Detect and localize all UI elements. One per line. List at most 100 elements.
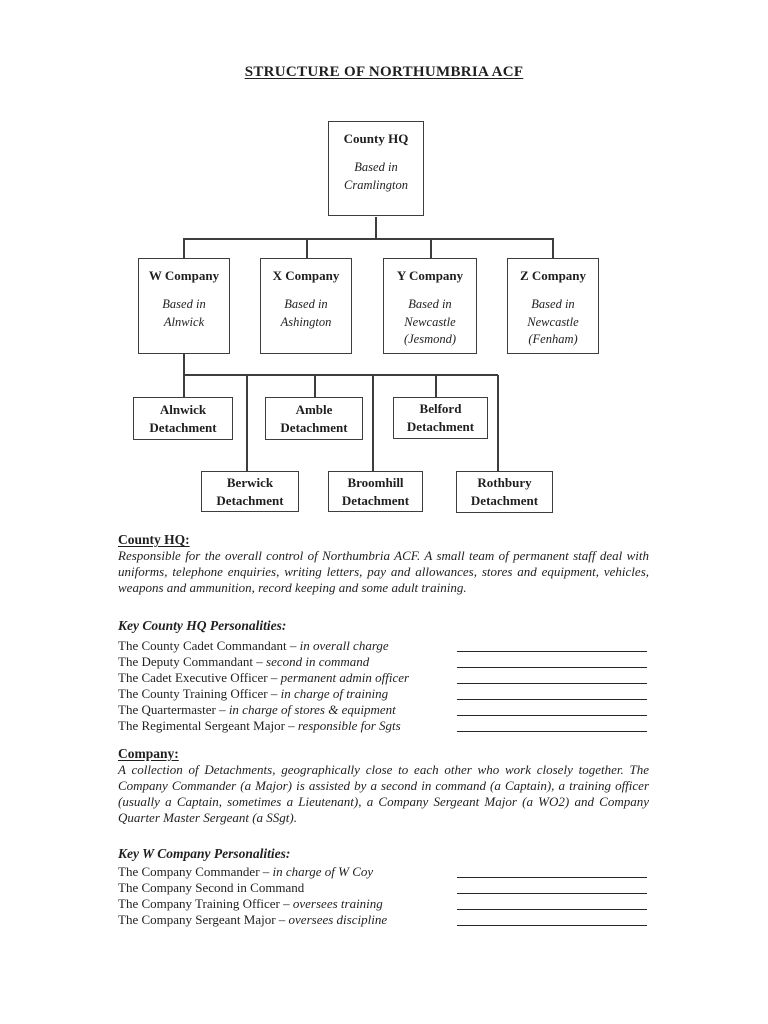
org-node-title-line: Detachment [406, 419, 475, 434]
personality-list: The County Cadet Commandant – in overall… [118, 638, 649, 734]
org-node-subtitle: Based in Newcastle (Fenham) [527, 296, 578, 349]
personality-note: permanent admin officer [280, 670, 410, 685]
personality-role: The Company Training Officer [118, 896, 280, 911]
personality-role: The Cadet Executive Officer [118, 670, 268, 685]
org-node-subtitle-line: Based in [162, 297, 206, 311]
section-body: A collection of Detachments, geographica… [118, 762, 649, 825]
org-node-title-line: County HQ [343, 131, 409, 146]
org-connector-line [435, 375, 437, 397]
org-node-title-line: Alnwick [159, 401, 207, 417]
org-node-title-line: Y Company [396, 268, 464, 283]
org-node-subtitle-line: Newcastle [527, 314, 579, 329]
org-connector-line [552, 239, 554, 258]
org-node-title-line: W Company [148, 268, 220, 283]
dash-separator: – [267, 686, 281, 701]
fill-in-blank-line [457, 670, 647, 684]
dash-separator: – [215, 702, 229, 717]
org-connector-line [246, 375, 248, 471]
personality-role: The County Cadet Commandant [118, 638, 287, 653]
text-column: County HQ: Responsible for the overall c… [118, 532, 649, 928]
org-node-title-line: Rothbury [477, 475, 532, 490]
section-county-hq: County HQ: Responsible for the overall c… [118, 532, 649, 734]
personality-row: The Quartermaster – in charge of stores … [118, 702, 649, 718]
org-connector-line [497, 375, 499, 471]
org-node-subtitle-line: Based in [531, 297, 575, 311]
document-title: STRUCTURE OF NORTHUMBRIA ACF [244, 64, 524, 80]
personality-row: The Company Commander – in charge of W C… [118, 864, 649, 880]
personality-row: The Company Training Officer – oversees … [118, 896, 649, 912]
org-node-subtitle-line: (Jesmond) [403, 332, 457, 346]
personality-role: The Company Commander [118, 864, 260, 879]
org-node-title-line: Berwick [226, 474, 274, 490]
org-node-title-line: Z Company [519, 268, 587, 283]
fill-in-blank-line [457, 896, 647, 910]
org-node-title-line: Detachment [341, 492, 410, 508]
personality-note: oversees training [292, 896, 383, 911]
personality-role: The Quartermaster [118, 702, 216, 717]
personality-note: responsible for Sgts [297, 718, 401, 733]
org-node-subtitle-line: Based in [408, 297, 452, 311]
personality-row: The County Training Officer – in charge … [118, 686, 649, 702]
fill-in-blank-line [457, 864, 647, 878]
personality-note: in charge of W Coy [272, 864, 374, 879]
key-personalities-heading: Key W Company Personalities: [118, 846, 291, 861]
org-node-title-line: Amble [295, 401, 333, 417]
org-node-title-line: X Company [272, 268, 340, 283]
fill-in-blank-line [457, 718, 647, 732]
org-connector-line [314, 375, 316, 397]
org-node-subtitle-line: (Fenham) [528, 332, 578, 346]
org-node-title-line: Detachment [149, 419, 217, 435]
org-node-subtitle: Based in Ashington [281, 296, 332, 331]
org-node-subtitle-line: Alnwick [163, 314, 205, 329]
dash-separator: – [286, 638, 300, 653]
key-personalities-heading: Key County HQ Personalities: [118, 618, 287, 633]
org-node-title: Y Company [397, 267, 463, 284]
org-node-title: County HQ [344, 130, 409, 147]
fill-in-blank-line [457, 702, 647, 716]
personality-note: oversees discipline [288, 912, 388, 927]
personality-row: The Company Sergeant Major – oversees di… [118, 912, 649, 928]
personality-row: The Company Second in Command [118, 880, 649, 896]
personality-row: The Deputy Commandant – second in comman… [118, 654, 649, 670]
personality-list: The Company Commander – in charge of W C… [118, 864, 649, 928]
fill-in-blank-line [457, 880, 647, 894]
section-heading: County HQ: [118, 532, 190, 547]
org-connector-line [183, 354, 185, 374]
org-node-subtitle: Based in Alnwick [162, 296, 205, 331]
section-company: Company: A collection of Detachments, ge… [118, 746, 649, 928]
org-connector-line [372, 375, 374, 471]
dash-separator: – [267, 670, 281, 685]
personality-row: The Regimental Sergeant Major – responsi… [118, 718, 649, 734]
org-node-title-line: Detachment [280, 419, 348, 435]
org-node-subtitle-line: Based in [284, 297, 328, 311]
personality-row: The County Cadet Commandant – in overall… [118, 638, 649, 654]
dash-separator: – [259, 864, 273, 879]
org-node-title: W Company [149, 267, 219, 284]
personality-role: The County Training Officer [118, 686, 268, 701]
org-node-title: Z Company [520, 267, 586, 284]
org-node-title-line: Broomhill [347, 474, 404, 490]
fill-in-blank-line [457, 654, 647, 668]
org-node-subtitle-line: Ashington [280, 314, 332, 329]
personality-role: The Deputy Commandant [118, 654, 254, 669]
personality-row: The Cadet Executive Officer – permanent … [118, 670, 649, 686]
fill-in-blank-line [457, 686, 647, 700]
org-connector-line [183, 375, 185, 397]
